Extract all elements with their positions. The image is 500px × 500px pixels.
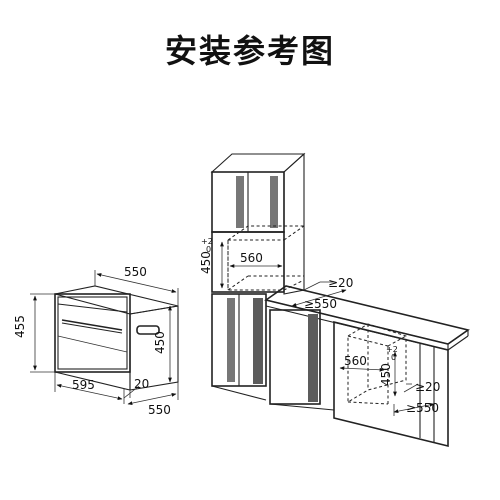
tall-gap-label: ≥20: [328, 276, 353, 290]
niche-tol-minus: 0: [206, 245, 211, 254]
oven-handle: [61, 319, 123, 331]
oven-door-offset-label: 20: [134, 377, 149, 391]
base-gap-label: ≥20: [415, 380, 440, 394]
tall-cabinet-top: [210, 153, 306, 173]
niche-width-label: 560: [240, 251, 263, 265]
base-niche-tol-plus: +2: [386, 345, 398, 354]
cabinet-drawing: 450 +2 0 560 560: [199, 152, 470, 448]
oven-top-width-label: 550: [124, 265, 147, 279]
niche-height-label: 450: [199, 251, 213, 274]
oven-door: [57, 296, 128, 370]
oven-top-face: [54, 285, 179, 315]
oven-side-height-label: 450: [153, 331, 167, 354]
oven-bottom-width-label: 595: [72, 378, 95, 392]
oven-height-label: 455: [13, 315, 27, 338]
page-title: 安装参考图: [164, 32, 335, 70]
oven-depth-label: 550: [148, 403, 171, 417]
niche-tol-plus: +2: [201, 237, 213, 246]
base-niche-tol-minus: 0: [391, 353, 396, 362]
base-depth-label: ≥550: [406, 401, 439, 415]
oven-side-vent: [136, 325, 160, 335]
oven-drawing: 550 455 450 595 20 550: [13, 265, 179, 417]
base-niche-width-label: 560: [344, 354, 367, 368]
tall-depth-label: ≥550: [304, 297, 337, 311]
base-cabinet-niche: [333, 320, 449, 448]
countertop: [264, 285, 470, 345]
base-niche-height-label: 450: [379, 363, 393, 386]
